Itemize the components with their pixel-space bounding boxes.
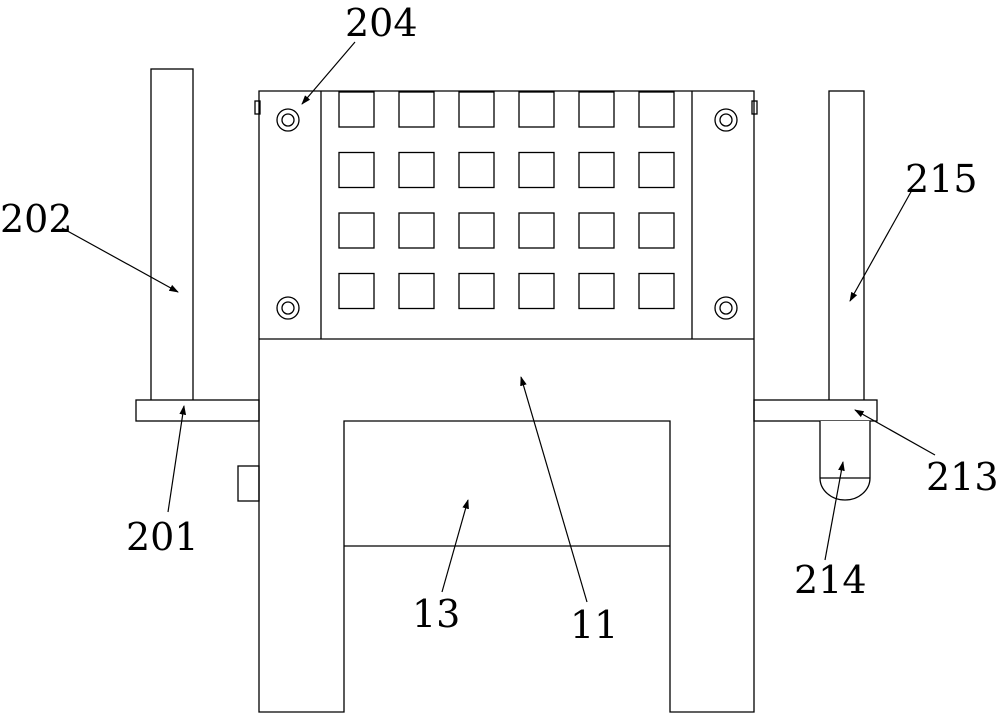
grid-opening: [638, 151, 675, 189]
grid-opening: [578, 151, 615, 189]
leader-214: [824, 461, 845, 561]
label-215: 215: [905, 157, 978, 201]
label-213: 213: [926, 455, 999, 499]
left-post: [150, 68, 194, 402]
bolt-bottom-left: [276, 296, 300, 320]
grid-opening: [338, 212, 375, 249]
grid-opening: [638, 212, 675, 249]
grid-opening: [338, 272, 375, 310]
grid-opening: [398, 212, 435, 249]
grid-opening: [518, 212, 555, 249]
right-bracket: [753, 399, 878, 422]
leader-213: [854, 409, 936, 456]
leader-215: [849, 189, 913, 302]
label-214: 214: [794, 558, 867, 602]
grid-opening: [458, 272, 495, 310]
side-knob: [237, 465, 260, 502]
grid-opening: [458, 212, 495, 249]
leader-13: [441, 499, 469, 593]
grid-opening: [398, 91, 435, 128]
grid-opening: [398, 272, 435, 310]
grid-opening: [458, 91, 495, 128]
grid-opening: [638, 272, 675, 310]
grid-opening: [578, 212, 615, 249]
grid-opening: [518, 91, 555, 128]
label-201: 201: [126, 515, 199, 559]
grid-opening: [578, 91, 615, 128]
bolt-top-left: [276, 108, 300, 132]
label-204: 204: [345, 1, 418, 45]
left-bracket: [135, 399, 260, 422]
leader-201: [167, 405, 187, 513]
right-post: [828, 90, 865, 402]
leader-202: [61, 227, 179, 293]
grid-opening: [338, 91, 375, 128]
grid-opening: [398, 151, 435, 189]
grid-opening: [518, 151, 555, 189]
bolt-bottom-right: [714, 296, 738, 320]
grid-opening: [518, 272, 555, 310]
right-cylinder: [819, 421, 871, 501]
top-left-tab: [254, 100, 261, 115]
grid-opening: [458, 151, 495, 189]
leader-204: [301, 41, 356, 105]
label-202: 202: [0, 197, 73, 241]
opening-grid: [338, 91, 675, 310]
bolt-top-right: [714, 108, 738, 132]
grid-opening: [338, 151, 375, 189]
grid-opening: [578, 272, 615, 310]
main-frame: [258, 90, 755, 713]
label-13: 13: [412, 592, 460, 636]
label-11: 11: [570, 603, 618, 647]
grid-opening: [638, 91, 675, 128]
leader-11: [520, 376, 588, 603]
